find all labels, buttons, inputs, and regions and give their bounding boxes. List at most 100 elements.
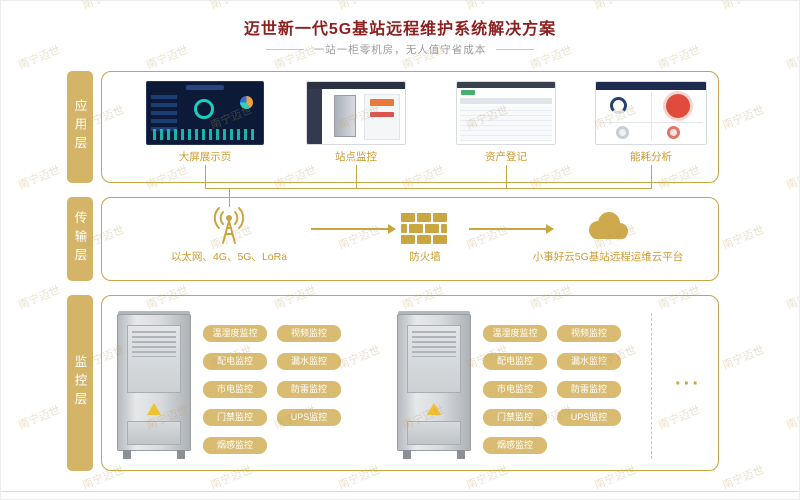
monitor-tag: UPS监控 (557, 409, 621, 426)
watermark-text: 南宁迈世 (16, 164, 63, 192)
monitoring-layer-box (101, 295, 719, 471)
monitor-tag: 门禁监控 (203, 409, 267, 426)
energy-header-bar (596, 82, 706, 90)
app-item-label-asset-register: 资产登记 (485, 151, 527, 163)
cabinet-leg (177, 450, 185, 459)
site-monitor-alert-badge (370, 99, 394, 106)
transmission-layer-label: 传输层 (67, 197, 93, 281)
monitor-tag: UPS监控 (277, 409, 341, 426)
monitor-tag: 防雷监控 (277, 381, 341, 398)
tag-column: 视频监控 漏水监控 防雷监控 UPS监控 (557, 325, 621, 426)
watermark-text: 南宁迈世 (80, 1, 127, 13)
site-monitor-cabinet-image (334, 95, 356, 137)
application-layer-label: 应用层 (67, 71, 93, 183)
watermark-text: 南宁迈世 (784, 284, 799, 312)
connector-line (229, 189, 230, 207)
monitor-tag: 视频监控 (557, 325, 621, 342)
tag-column: 温湿度监控 配电监控 市电监控 门禁监控 烟感监控 (203, 325, 267, 454)
energy-gauge (610, 97, 627, 114)
dashboard-title-bar (186, 85, 224, 90)
antenna-icon (209, 205, 249, 250)
cabinet-warning-sticker (147, 403, 161, 415)
application-layer-box (101, 71, 719, 183)
tran-item-label-firewall: 防火墙 (409, 251, 441, 263)
cabinet-lower-panel (407, 421, 461, 445)
watermark-text: 南宁迈世 (720, 464, 767, 492)
bottom-rule (1, 491, 799, 492)
watermark-text: 南宁迈世 (720, 344, 767, 372)
site-monitor-sidebar (307, 89, 322, 144)
monitor-tag: 漏水监控 (557, 353, 621, 370)
arrow-right-icon (311, 224, 396, 234)
monitor-tag: 市电监控 (483, 381, 547, 398)
subtitle-rule-left (265, 49, 304, 50)
asset-table-rows (460, 106, 552, 141)
connector-line (506, 165, 507, 189)
outdoor-cabinet-image (397, 311, 471, 459)
cabinet-top (398, 311, 470, 316)
app-item-label-energy-analysis: 能耗分析 (630, 151, 672, 163)
monitoring-layer-label: 监控层 (67, 295, 93, 471)
watermark-text: 南宁迈世 (720, 1, 767, 13)
watermark-text: 南宁迈世 (336, 1, 383, 13)
monitor-tag: 温湿度监控 (483, 325, 547, 342)
tag-column: 视频监控 漏水监控 防雷监控 UPS监控 (277, 325, 341, 426)
energy-divider-vertical (651, 92, 652, 141)
monitor-tag: 市电监控 (203, 381, 267, 398)
asset-table-column-header (460, 98, 552, 104)
dashboard-bar-chart (151, 95, 177, 133)
cabinet-leg (403, 450, 411, 459)
cabinet-top (118, 311, 190, 316)
cabinet-leg (123, 450, 131, 459)
monitor-tag: 温湿度监控 (203, 325, 267, 342)
energy-divider-horizontal (599, 122, 703, 123)
monitor-tag: 配电监控 (203, 353, 267, 370)
monitor-tag: 视频监控 (277, 325, 341, 342)
watermark-text: 南宁迈世 (784, 404, 799, 432)
arrow-right-icon (469, 224, 554, 234)
energy-donut-chart (666, 94, 690, 118)
tran-item-label-cloud-platform: 小事好云5G基站远程运维云平台 (532, 251, 684, 263)
monitor-tag: 防雷监控 (557, 381, 621, 398)
dashboard-gauge-ring (194, 99, 214, 119)
cabinet-vents (412, 331, 456, 357)
energy-analysis-screenshot (595, 81, 707, 145)
connector-line (205, 165, 206, 189)
cabinet-warning-sticker (427, 403, 441, 415)
asset-register-screenshot (456, 81, 556, 145)
tag-column: 温湿度监控 配电监控 市电监控 门禁监控 烟感监控 (483, 325, 547, 454)
tran-item-label-network: 以太网、4G、5G、LoRa (170, 251, 288, 263)
connector-bus-line (205, 188, 652, 189)
watermark-text: 南宁迈世 (16, 284, 63, 312)
dashboard-screenshot (146, 81, 264, 145)
monitor-tag: 配电监控 (483, 353, 547, 370)
outdoor-cabinet-image (117, 311, 191, 459)
site-monitor-header (307, 82, 405, 89)
app-item-label-dashboard: 大屏展示页 (178, 151, 232, 163)
watermark-text: 南宁迈世 (720, 104, 767, 132)
asset-table-toolbar-button (461, 90, 475, 95)
monitor-tag: 烟感监控 (483, 437, 547, 454)
dashboard-bottom-chart (153, 129, 257, 140)
subtitle-row: 一站一柜零机房，无人值守省成本 (1, 42, 799, 57)
dashboard-pie-chart (240, 96, 253, 109)
monitoring-section-divider (651, 313, 652, 459)
energy-small-circle-1 (616, 126, 629, 139)
monitor-tag: 漏水监控 (277, 353, 341, 370)
monitor-tag: 门禁监控 (483, 409, 547, 426)
energy-small-circle-2 (667, 126, 680, 139)
watermark-text: 南宁迈世 (464, 1, 511, 13)
asset-table-header-bar (457, 82, 555, 88)
page-title: 迈世新一代5G基站远程维护系统解决方案 (243, 21, 557, 38)
more-cabinets-indicator: ··· (675, 373, 701, 395)
app-item-label-site-monitor: 站点监控 (335, 151, 377, 163)
site-monitor-alert-badge-2 (370, 112, 394, 117)
cabinet-leg (457, 450, 465, 459)
page-subtitle: 一站一柜零机房，无人值守省成本 (313, 44, 487, 56)
subtitle-rule-right (496, 49, 535, 50)
watermark-text: 南宁迈世 (208, 1, 255, 13)
connector-line (356, 165, 357, 189)
watermark-text: 南宁迈世 (592, 1, 639, 13)
site-monitor-screenshot (306, 81, 406, 145)
